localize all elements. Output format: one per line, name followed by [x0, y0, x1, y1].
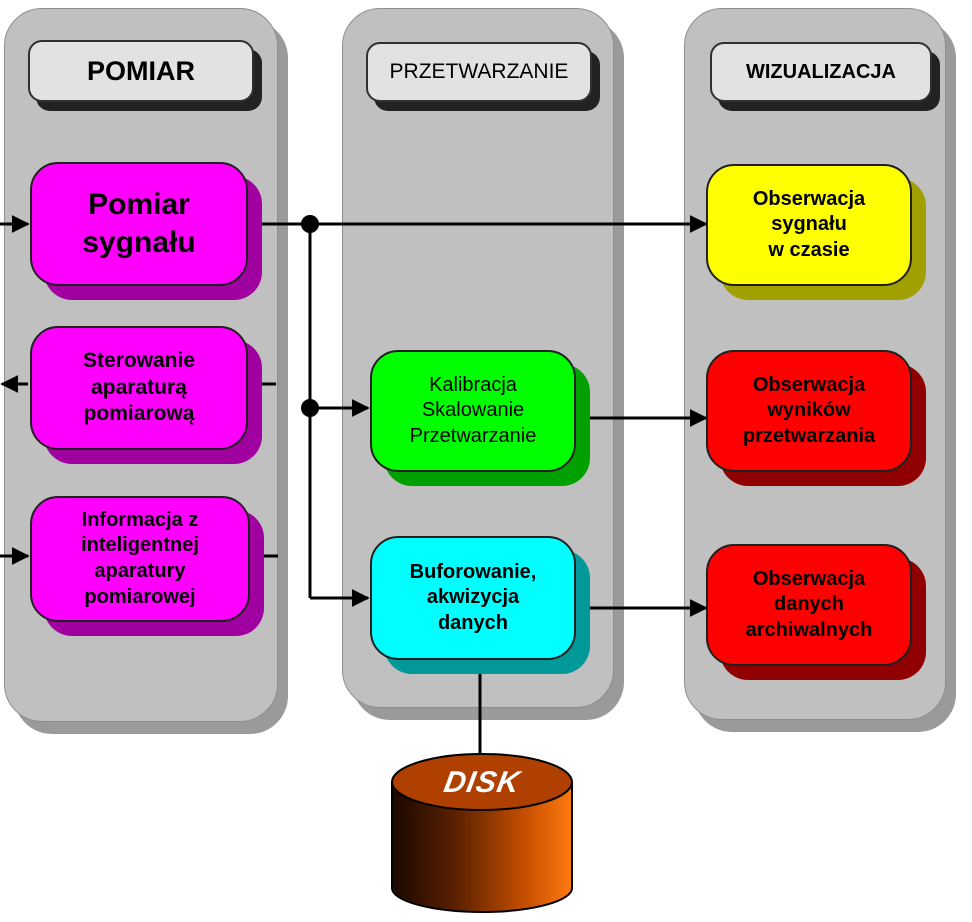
box-buforowanie-line2: akwizycja	[426, 586, 520, 609]
header-przetwarzanie-label: PRZETWARZANIE	[389, 60, 569, 83]
box-obs-sygnalu-line3: w czasie	[768, 238, 850, 261]
box-obs-danych-line1: Obserwacja	[752, 567, 866, 590]
box-obs-wynikow-line3: przetwarzania	[742, 424, 876, 447]
junction-dot-middle	[301, 399, 319, 417]
junction-dot-top	[301, 215, 319, 233]
box-kalibracja: Kalibracja Skalowanie Przetwarzanie	[370, 350, 576, 472]
box-obs-danych-line3: archiwalnych	[745, 618, 873, 641]
box-buforowanie: Buforowanie, akwizycja danych	[370, 536, 576, 660]
box-informacja: Informacja z inteligentnej aparatury pom…	[30, 496, 250, 622]
header-wizualizacja: WIZUALIZACJA	[710, 42, 932, 102]
box-kalibracja-line1: Kalibracja	[429, 373, 517, 396]
box-informacja-line4: pomiarowej	[84, 585, 196, 608]
disk-label: DISK	[441, 766, 523, 799]
box-sterowanie-line1: Sterowanie	[82, 348, 196, 372]
box-kalibracja-line2: Skalowanie	[421, 399, 525, 422]
box-obs-sygnalu: Obserwacja sygnału w czasie	[706, 164, 912, 286]
box-sterowanie: Sterowanie aparaturą pomiarową	[30, 326, 248, 450]
box-informacja-line3: aparatury	[94, 560, 186, 582]
header-wizualizacja-label: WIZUALIZACJA	[746, 60, 896, 83]
box-informacja-line2: inteligentnej	[81, 534, 199, 557]
disk-cylinder	[391, 753, 573, 913]
box-sterowanie-line2: aparaturą	[91, 375, 187, 399]
box-obs-wynikow-line1: Obserwacja	[752, 373, 866, 396]
box-pomiar-sygnalu-line1: Pomiar	[88, 187, 190, 221]
box-obs-wynikow: Obserwacja wyników przetwarzania	[706, 350, 912, 472]
box-obs-sygnalu-line1: Obserwacja	[752, 187, 866, 210]
header-pomiar-label: POMIAR	[87, 55, 195, 86]
box-pomiar-sygnalu-line2: sygnału	[82, 226, 196, 259]
box-sterowanie-line3: pomiarową	[83, 402, 195, 426]
box-obs-danych-line2: danych	[773, 593, 845, 616]
box-buforowanie-line3: danych	[437, 611, 508, 634]
box-informacja-line1: Informacja z	[81, 508, 199, 531]
header-przetwarzanie: PRZETWARZANIE	[366, 42, 592, 102]
box-obs-sygnalu-line2: sygnału	[771, 213, 847, 236]
header-pomiar: POMIAR	[28, 40, 254, 102]
box-obs-wynikow-line2: wyników	[767, 399, 851, 422]
box-buforowanie-line1: Buforowanie,	[409, 560, 537, 583]
box-obs-danych: Obserwacja danych archiwalnych	[706, 544, 912, 666]
box-pomiar-sygnalu: Pomiar sygnału	[30, 162, 248, 286]
box-kalibracja-line3: Przetwarzanie	[409, 424, 537, 447]
